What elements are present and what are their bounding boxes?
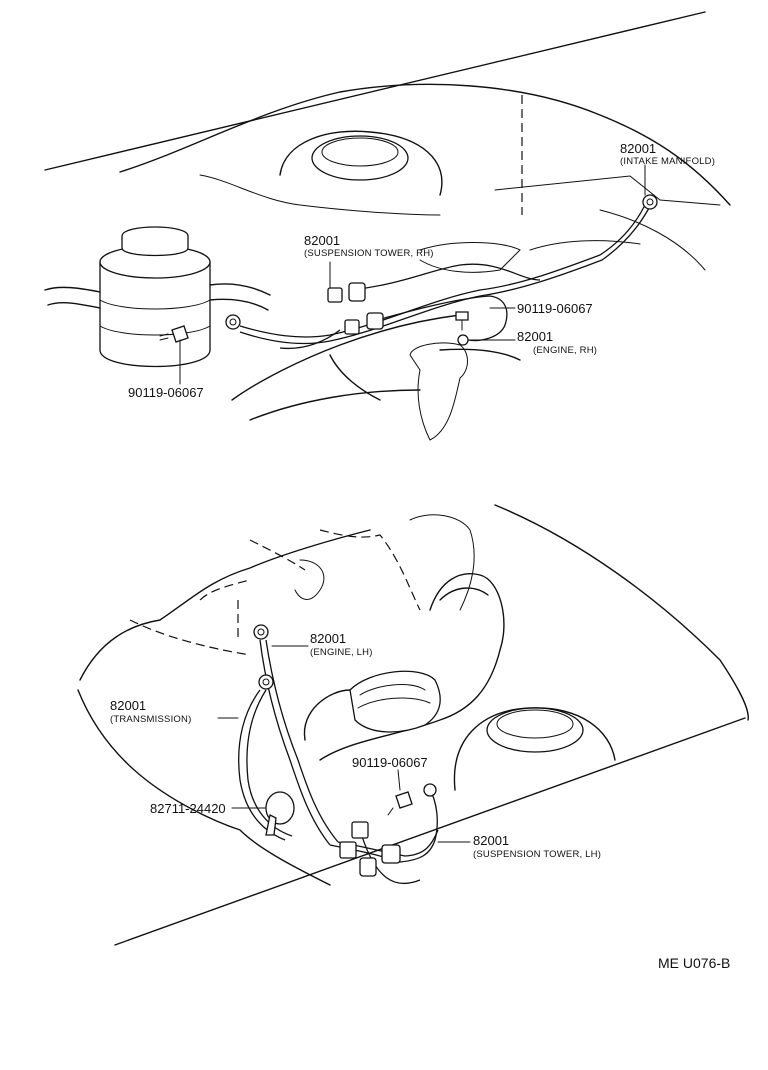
callout-suspension-tower-rh: 82001	[304, 233, 340, 248]
chassis-lines	[231, 314, 521, 421]
bolt-icon	[159, 311, 469, 343]
strut-tower-lh	[453, 707, 616, 791]
connector-lh	[339, 821, 401, 877]
component-dashes	[129, 529, 421, 656]
bottom-view: 82001 (ENGINE, LH) 82001 (TRANSMISSION) …	[77, 504, 749, 946]
diagram-code: ME U076-B	[658, 955, 730, 971]
ground-terminal-lh	[253, 624, 437, 797]
callout-bolt-rh: 90119-06067	[517, 301, 593, 316]
hose	[44, 283, 271, 311]
body-outline-lower	[494, 504, 749, 721]
transmission-outline	[77, 529, 371, 886]
top-view: 82001 (INTAKE MANIFOLD) 82001 (SUSPENSIO…	[44, 11, 731, 441]
callout-bolt-lh: 90119-06067	[352, 755, 428, 770]
engine-block-rh	[409, 342, 468, 441]
body-outline	[119, 83, 731, 206]
strut-tower-rh	[199, 130, 443, 216]
reservoir	[99, 226, 211, 368]
ground-terminal-rh	[225, 194, 658, 346]
callout-engine-rh: 82001	[517, 329, 553, 344]
hood-outline	[44, 11, 706, 171]
intake-hose	[303, 573, 505, 761]
callout-bolt-reservoir: 90119-06067	[128, 385, 204, 400]
leader-lines-bottom	[217, 645, 471, 843]
harness-rh	[239, 204, 650, 350]
callout-engine-lh: 82001	[310, 631, 346, 646]
callout-intake-manifold: 82001	[620, 141, 656, 156]
callout-engine-rh-location: (ENGINE, RH)	[533, 345, 597, 356]
callout-suspension-tower-lh: 82001	[473, 833, 509, 848]
callout-transmission: 82001	[110, 698, 146, 713]
callout-suspension-tower-rh-location: (SUSPENSION TOWER, RH)	[304, 248, 434, 259]
callout-transmission-location: (TRANSMISSION)	[110, 714, 191, 725]
cowl-line	[494, 175, 721, 206]
callout-suspension-tower-lh-location: (SUSPENSION TOWER, LH)	[473, 849, 601, 860]
callout-intake-manifold-location: (INTAKE MANIFOLD)	[620, 156, 715, 167]
connector-rh	[327, 282, 384, 335]
bolt-icon	[387, 791, 413, 816]
fender-outline	[114, 717, 746, 946]
callout-wire-clamp: 82711-24420	[150, 801, 226, 816]
harness-lh	[238, 639, 439, 885]
callout-engine-lh-location: (ENGINE, LH)	[310, 647, 373, 658]
wire-clamp-icon	[265, 791, 295, 836]
leader-lines-top	[179, 164, 646, 385]
